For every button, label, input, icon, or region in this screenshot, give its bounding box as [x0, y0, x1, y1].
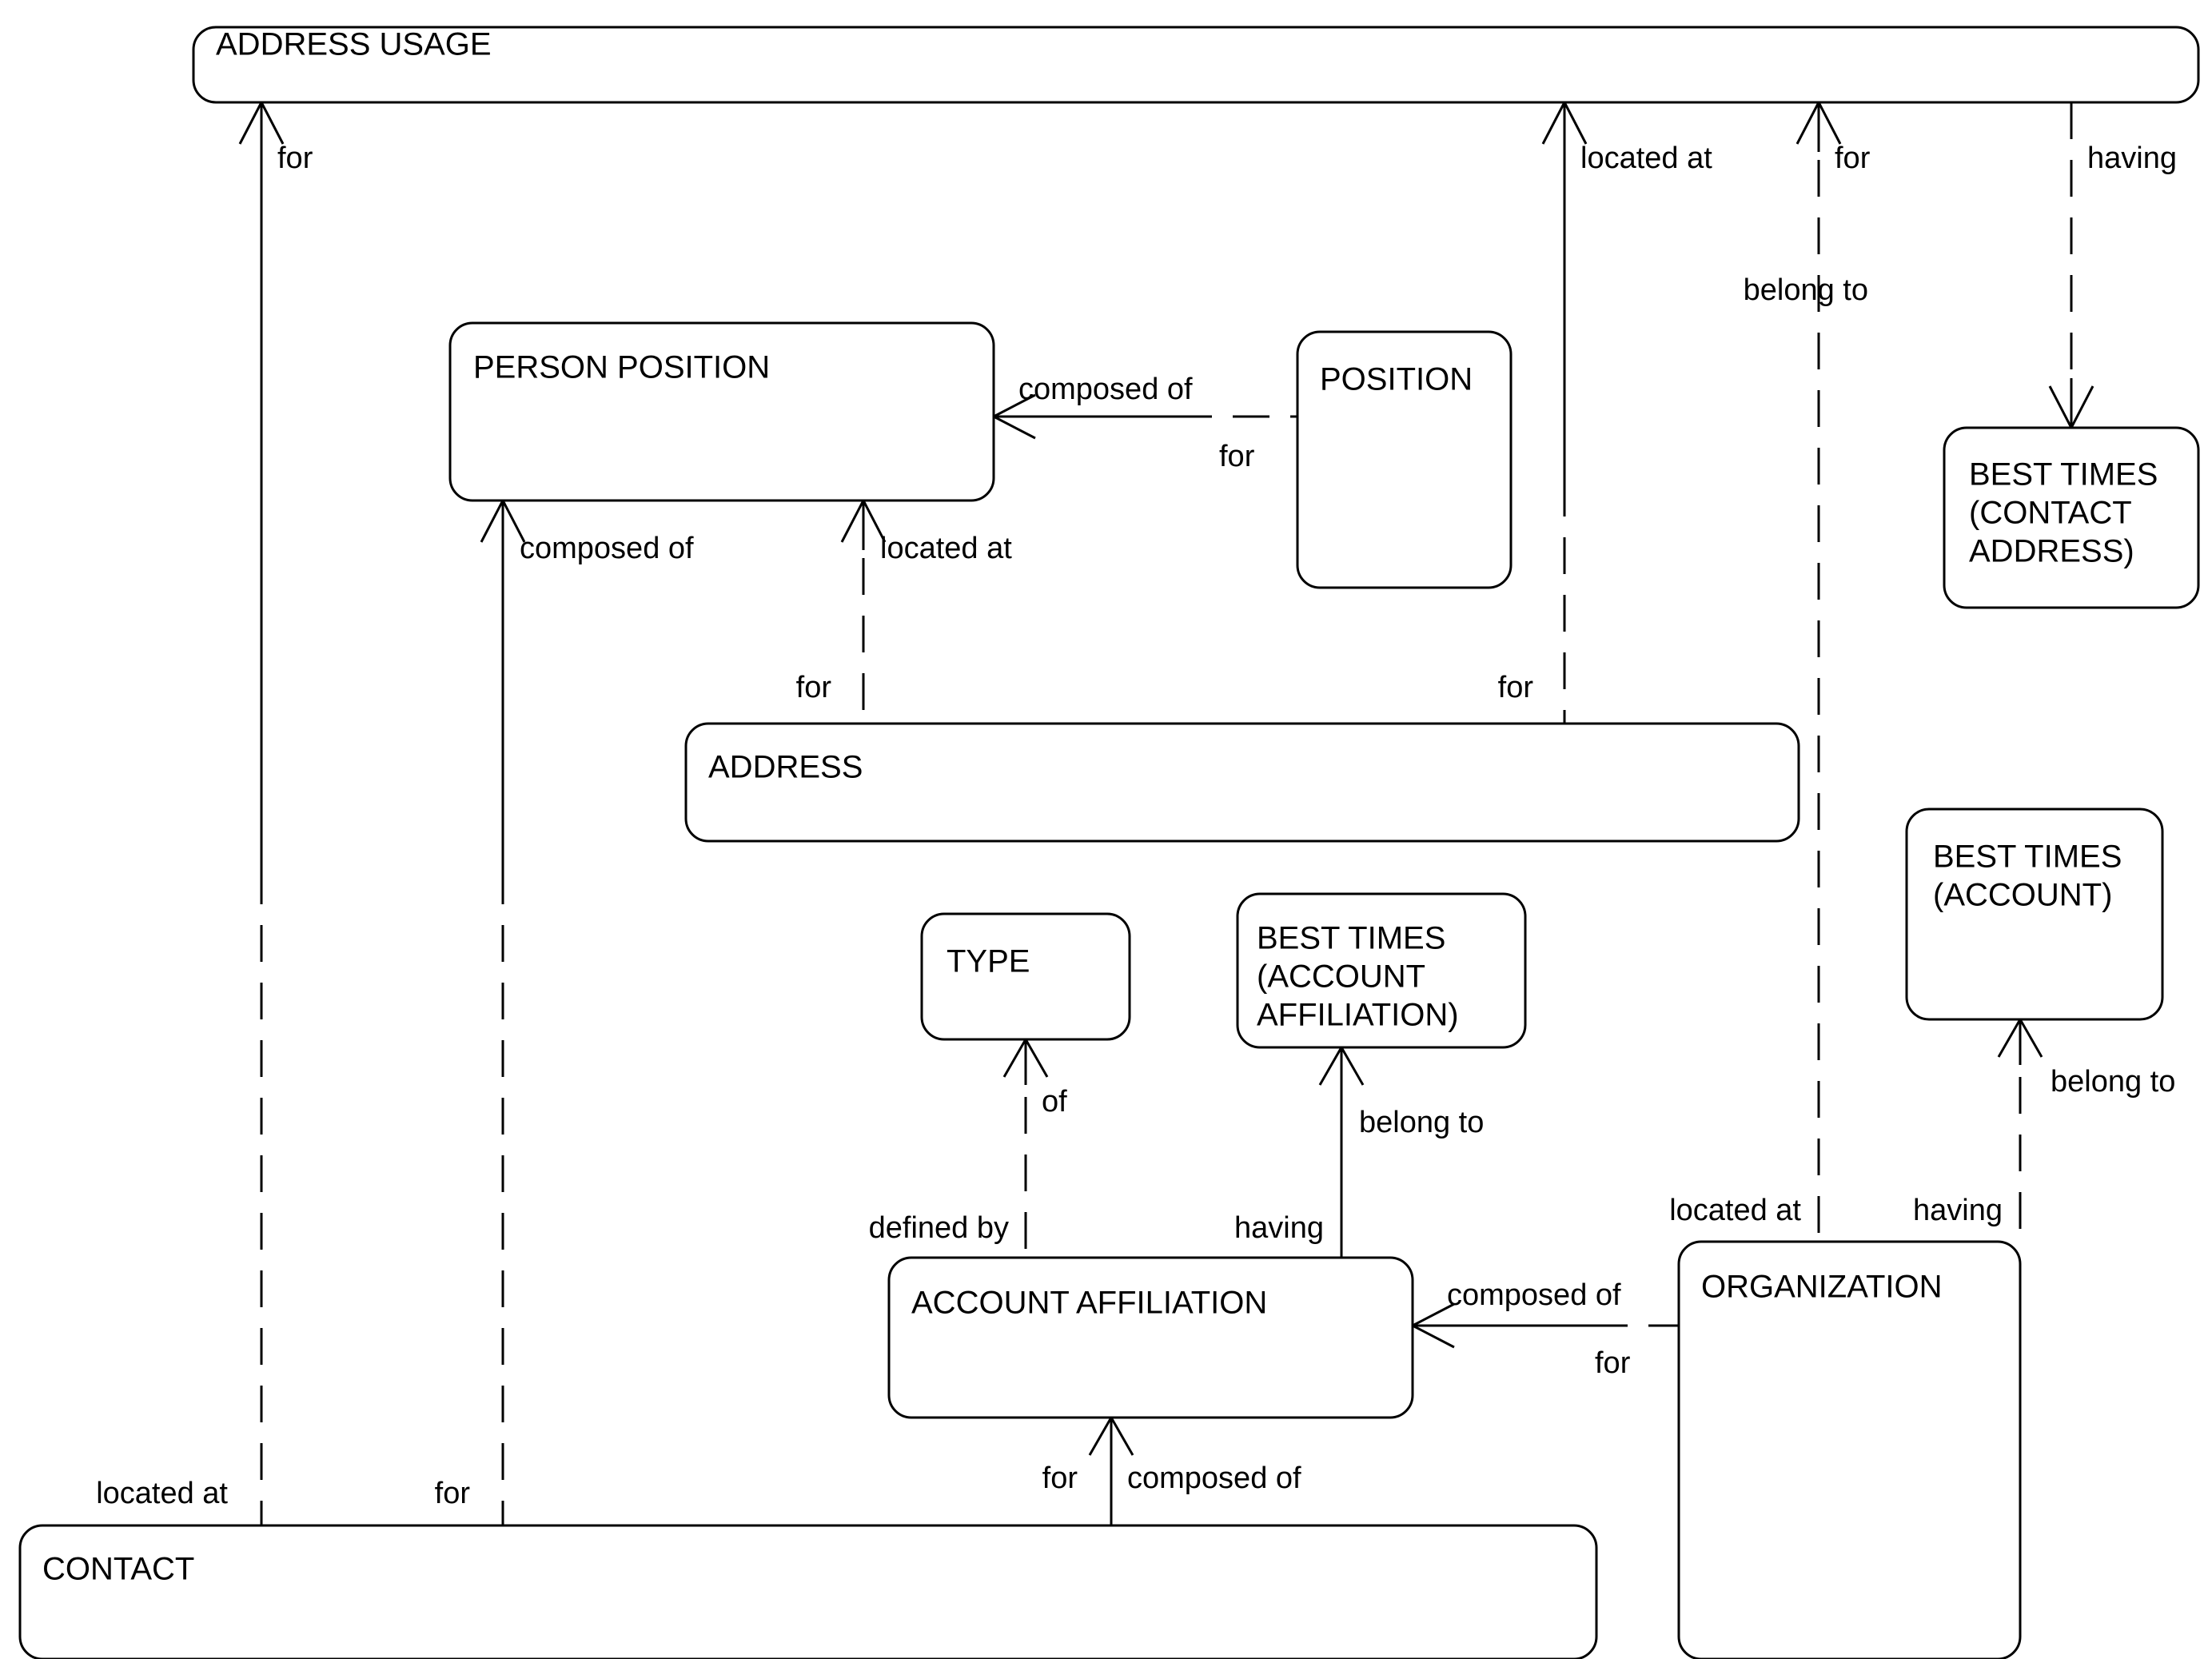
- rel-label-address-usage-organization-to: located at: [1669, 1194, 1801, 1227]
- entity-best-times-contact-address-line3: ADDRESS): [1969, 534, 2134, 569]
- link-person-position-contact[interactable]: [480, 500, 526, 1525]
- entity-best-times-account-affiliation-box[interactable]: [1236, 892, 1527, 1049]
- entity-contact-box[interactable]: [18, 1524, 1598, 1659]
- link-address-usage-address[interactable]: [1541, 102, 1588, 724]
- entity-best-times-account-affiliation-line3: AFFILIATION): [1257, 998, 1459, 1033]
- rel-label-person-position-address-to: for: [796, 671, 832, 704]
- entity-best-times-account-line1: BEST TIMES: [1933, 839, 2122, 875]
- rel-label-address-usage-address-from: located at: [1580, 142, 1712, 175]
- entity-type-label: TYPE: [947, 944, 1030, 979]
- entity-contact-label: CONTACT: [42, 1552, 194, 1587]
- entity-address-box[interactable]: [684, 722, 1800, 843]
- entity-best-times-account-affiliation-line2: (ACCOUNT: [1257, 959, 1425, 995]
- link-address-usage-organization[interactable]: [1796, 102, 1842, 1242]
- entity-organization[interactable]: ORGANIZATION: [1677, 1240, 2022, 1659]
- rel-label-best-times-account-organization-from: belong to: [2051, 1065, 2175, 1099]
- entity-contact[interactable]: CONTACT: [18, 1524, 1598, 1659]
- entity-best-times-contact-address-line1: BEST TIMES: [1969, 457, 2158, 493]
- entity-position[interactable]: POSITION: [1296, 330, 1513, 589]
- entity-type[interactable]: TYPE: [920, 912, 1131, 1041]
- entity-best-times-contact-address-box[interactable]: [1943, 426, 2200, 609]
- link-type-account-affiliation[interactable]: [1002, 1039, 1049, 1258]
- rel-label-account-affiliation-organization-to: for: [1595, 1346, 1631, 1380]
- entity-address-usage-label: ADDRESS USAGE: [216, 27, 492, 62]
- rel-label-person-position-contact-to: for: [435, 1477, 471, 1510]
- entity-address-usage-box[interactable]: [192, 26, 2200, 104]
- entity-person-position-label: PERSON POSITION: [473, 350, 770, 385]
- entity-best-times-account-affiliation-line1: BEST TIMES: [1257, 921, 1445, 956]
- entity-account-affiliation-label: ACCOUNT AFFILIATION: [911, 1286, 1267, 1321]
- rel-label-person-position-contact-from: composed of: [520, 532, 694, 565]
- entity-organization-box[interactable]: [1677, 1240, 2022, 1659]
- rel-label-person-position-position-to: for: [1219, 440, 1255, 473]
- rel-label-address-usage-best-times-contact-from: having: [2087, 142, 2177, 175]
- entity-position-label: POSITION: [1320, 362, 1473, 397]
- rel-label-address-usage-best-times-contact-to: belong to: [1744, 273, 1868, 307]
- rel-label-address-usage-contact-to: located at: [96, 1477, 228, 1510]
- entity-best-times-account-box[interactable]: [1905, 808, 2164, 1021]
- link-account-affiliation-organization[interactable]: [1412, 1302, 1679, 1349]
- rel-label-account-affiliation-contact-from: composed of: [1127, 1462, 1301, 1495]
- entity-best-times-contact-address-line2: (CONTACT: [1969, 496, 2132, 531]
- rel-label-type-account-affiliation-to: defined by: [869, 1211, 1009, 1245]
- entity-organization-label: ORGANIZATION: [1701, 1270, 1942, 1305]
- rel-label-type-account-affiliation-from: of: [1042, 1085, 1067, 1119]
- entity-best-times-account[interactable]: BEST TIMES (ACCOUNT): [1905, 808, 2164, 1021]
- link-address-usage-contact[interactable]: [238, 102, 285, 1525]
- entity-boxes: ADDRESS USAGE PERSON POSITION POSITION B…: [18, 26, 2200, 1659]
- rel-label-address-usage-address-to: for: [1498, 671, 1534, 704]
- rel-label-person-position-position-from: composed of: [1018, 373, 1193, 406]
- entity-best-times-account-line2: (ACCOUNT): [1933, 878, 2112, 913]
- rel-label-account-affiliation-contact-to: for: [1042, 1462, 1078, 1495]
- entity-type-box[interactable]: [920, 912, 1131, 1041]
- rel-label-best-times-affil-account-affiliation-to: having: [1234, 1211, 1324, 1245]
- entity-person-position[interactable]: PERSON POSITION: [448, 321, 995, 502]
- rel-label-best-times-account-organization-to: having: [1913, 1194, 2003, 1227]
- rel-label-best-times-affil-account-affiliation-from: belong to: [1359, 1106, 1484, 1139]
- rel-label-address-usage-organization-from: for: [1835, 142, 1871, 175]
- link-person-position-address[interactable]: [840, 500, 887, 724]
- rel-label-person-position-address-from: located at: [880, 532, 1012, 565]
- entity-address[interactable]: ADDRESS: [684, 722, 1800, 843]
- entity-person-position-box[interactable]: [448, 321, 995, 502]
- entity-account-affiliation-box[interactable]: [887, 1256, 1414, 1419]
- relationship-labels: for located at for having belong to comp…: [96, 142, 2177, 1510]
- entity-account-affiliation[interactable]: ACCOUNT AFFILIATION: [887, 1256, 1414, 1419]
- entity-position-box[interactable]: [1296, 330, 1513, 589]
- entity-address-label: ADDRESS: [708, 750, 863, 785]
- rel-label-account-affiliation-organization-from: composed of: [1447, 1278, 1621, 1312]
- entity-best-times-account-affiliation[interactable]: BEST TIMES (ACCOUNT AFFILIATION): [1236, 892, 1527, 1049]
- link-best-times-account-organization[interactable]: [1997, 1019, 2043, 1242]
- link-address-usage-best-times-contact[interactable]: [2048, 102, 2094, 429]
- link-account-affiliation-contact[interactable]: [1088, 1417, 1134, 1525]
- entity-address-usage[interactable]: ADDRESS USAGE: [192, 26, 2200, 104]
- rel-label-address-usage-contact-from: for: [277, 142, 313, 175]
- entity-best-times-contact-address[interactable]: BEST TIMES (CONTACT ADDRESS): [1943, 426, 2200, 609]
- connection-lines: [238, 102, 2094, 1525]
- link-person-position-position[interactable]: [993, 393, 1297, 440]
- link-best-times-affil-account-affiliation[interactable]: [1318, 1047, 1365, 1258]
